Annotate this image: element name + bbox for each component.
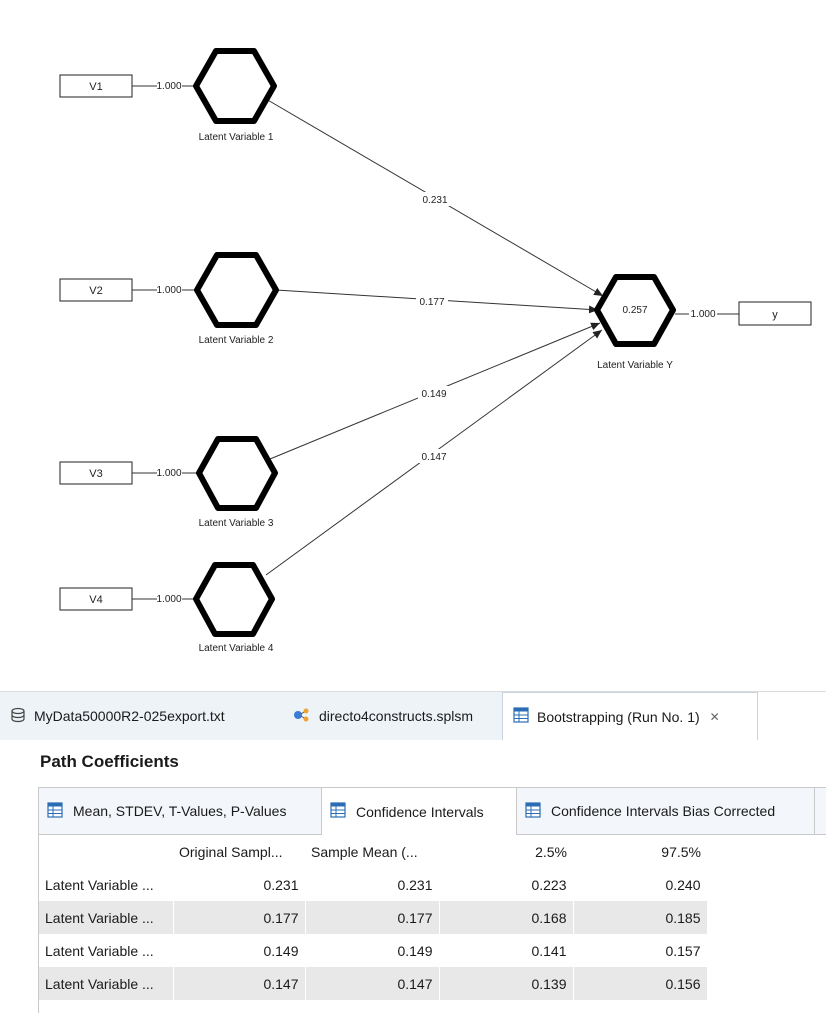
path-coefficient-labels: 0.231 0.177 0.149 0.147 xyxy=(416,192,451,463)
table-header-row: Original Sampl... Sample Mean (... 2.5% … xyxy=(39,835,707,868)
latent-variable-1-label: Latent Variable 1 xyxy=(199,132,274,143)
results-panel: Mean, STDEV, T-Values, P-Values Confiden… xyxy=(38,787,826,1013)
path-coefficients-table: Original Sampl... Sample Mean (... 2.5% … xyxy=(39,835,708,1000)
tab-data-file[interactable]: MyData50000R2-025export.txt xyxy=(0,692,283,740)
latent-variable-1[interactable] xyxy=(193,48,277,124)
table-row[interactable]: Latent Variable ... 0.147 0.147 0.139 0.… xyxy=(39,967,708,1000)
path-coefficient-1: 0.231 xyxy=(422,195,447,206)
latent-variable-4[interactable] xyxy=(193,562,275,637)
table-cell: 0.157 xyxy=(573,934,708,967)
loading-v2: 1.000 xyxy=(156,285,181,296)
model-icon xyxy=(293,707,311,726)
table-cell: 0.185 xyxy=(573,901,708,934)
tab-data-file-label: MyData50000R2-025export.txt xyxy=(34,708,225,724)
tab-bootstrapping-label: Bootstrapping (Run No. 1) xyxy=(537,708,700,725)
path-coefficient-3: 0.149 xyxy=(421,389,446,400)
table-cell: 0.177 xyxy=(173,901,306,934)
table-cell: 0.240 xyxy=(573,868,708,901)
tab-confidence-intervals[interactable]: Confidence Intervals xyxy=(322,788,517,835)
table-cell: 0.149 xyxy=(305,934,440,967)
latent-variable-y[interactable]: 0.257 xyxy=(594,274,676,347)
results-sub-tabs: Mean, STDEV, T-Values, P-Values Confiden… xyxy=(39,788,826,835)
table-cell: 0.149 xyxy=(173,934,306,967)
table-cell: 0.156 xyxy=(573,967,708,1000)
latent-variable-y-label: Latent Variable Y xyxy=(597,360,673,371)
column-header[interactable]: 2.5% xyxy=(535,843,567,860)
indicator-v3[interactable]: V3 xyxy=(59,461,133,485)
tab-bias-corrected[interactable]: Confidence Intervals Bias Corrected xyxy=(517,788,815,834)
column-header[interactable] xyxy=(39,835,173,868)
indicator-v4[interactable]: V4 xyxy=(59,587,133,611)
tab-bootstrapping[interactable]: Bootstrapping (Run No. 1) ✕ xyxy=(502,692,758,740)
results-title: Path Coefficients xyxy=(40,752,179,771)
table-icon xyxy=(330,802,346,821)
path-arrows xyxy=(265,98,604,576)
tab-model-file-label: directo4constructs.splsm xyxy=(319,708,474,724)
column-header[interactable]: Original Sampl... xyxy=(179,843,283,860)
table-row[interactable]: Latent Variable ... 0.231 0.231 0.223 0.… xyxy=(39,868,708,901)
table-icon xyxy=(513,707,529,726)
indicator-v3-label: V3 xyxy=(89,468,102,480)
row-label: Latent Variable ... xyxy=(39,934,174,967)
table-icon xyxy=(525,801,541,821)
loading-y: 1.000 xyxy=(690,309,715,320)
column-header[interactable]: 97.5% xyxy=(661,843,701,860)
r-squared-value: 0.257 xyxy=(622,305,647,316)
row-label: Latent Variable ... xyxy=(39,967,174,1000)
table-row[interactable]: Latent Variable ... 0.149 0.149 0.141 0.… xyxy=(39,934,708,967)
indicator-y-label: y xyxy=(772,309,778,321)
tab-confidence-intervals-label: Confidence Intervals xyxy=(356,803,484,820)
database-icon xyxy=(10,707,26,726)
indicator-v1-label: V1 xyxy=(89,81,102,93)
table-cell: 0.177 xyxy=(305,901,440,934)
table-icon xyxy=(47,801,63,821)
indicator-v4-label: V4 xyxy=(89,594,102,606)
indicator-y[interactable]: y xyxy=(738,301,812,326)
table-cell: 0.139 xyxy=(439,967,574,1000)
path-model-diagram: 0.231 0.177 0.149 0.147 V1 1.000 V2 1.00… xyxy=(59,48,812,654)
indicator-v1[interactable]: V1 xyxy=(59,74,133,98)
loading-v4: 1.000 xyxy=(156,594,181,605)
table-cell: 0.168 xyxy=(439,901,574,934)
latent-variable-2[interactable] xyxy=(194,252,279,328)
loading-v1: 1.000 xyxy=(156,81,181,92)
row-label: Latent Variable ... xyxy=(39,901,174,934)
table-cell: 0.231 xyxy=(305,868,440,901)
tab-mean-stdev-label: Mean, STDEV, T-Values, P-Values xyxy=(73,803,287,819)
latent-variable-4-label: Latent Variable 4 xyxy=(199,643,274,654)
table-row[interactable]: Latent Variable ... 0.177 0.177 0.168 0.… xyxy=(39,901,708,934)
table-cell: 0.231 xyxy=(173,868,306,901)
tab-mean-stdev[interactable]: Mean, STDEV, T-Values, P-Values xyxy=(39,788,322,834)
indicator-v2-label: V2 xyxy=(89,285,102,297)
tab-model-file[interactable]: directo4constructs.splsm xyxy=(283,692,502,740)
indicator-v2[interactable]: V2 xyxy=(59,278,133,302)
table-cell: 0.147 xyxy=(173,967,306,1000)
close-icon[interactable]: ✕ xyxy=(709,709,720,724)
latent-variable-3[interactable] xyxy=(196,436,278,511)
latent-variable-3-label: Latent Variable 3 xyxy=(199,518,274,529)
latent-variable-2-label: Latent Variable 2 xyxy=(199,335,274,346)
table-cell: 0.141 xyxy=(439,934,574,967)
path-coefficient-4: 0.147 xyxy=(421,452,446,463)
loading-v3: 1.000 xyxy=(156,468,181,479)
editor-tab-bar: MyData50000R2-025export.txt directo4cons… xyxy=(0,691,826,741)
path-coefficient-2: 0.177 xyxy=(419,297,444,308)
row-label: Latent Variable ... xyxy=(39,868,174,901)
tab-bias-corrected-label: Confidence Intervals Bias Corrected xyxy=(551,803,776,819)
column-header[interactable]: Sample Mean (... xyxy=(311,843,418,860)
table-cell: 0.147 xyxy=(305,967,440,1000)
table-cell: 0.223 xyxy=(439,868,574,901)
